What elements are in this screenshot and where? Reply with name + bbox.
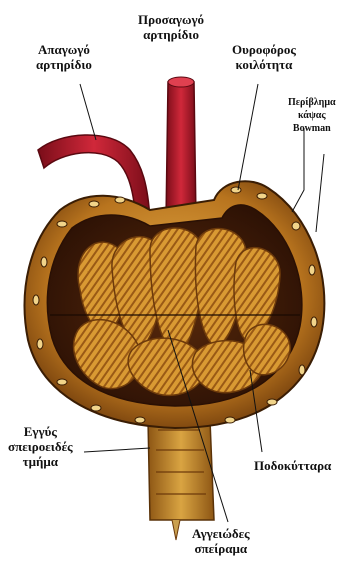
label-glomerulus-line2: σπείραμα bbox=[192, 541, 250, 556]
label-proximal-line3: τμήμα bbox=[8, 454, 73, 469]
label-proximal-line2: σπειροειδές bbox=[8, 439, 73, 454]
label-bowman-capsule: Περίβλημα κάψας Bowman bbox=[288, 96, 336, 135]
label-podocytes-line1: Ποδοκύτταρα bbox=[254, 458, 331, 473]
label-proximal-tubule: Εγγύς σπειροειδές τμήμα bbox=[8, 424, 73, 469]
label-efferent-arteriole: Απαγωγό αρτηρίδιο bbox=[36, 42, 92, 72]
label-afferent-arteriole: Προσαγωγό αρτηρίδιο bbox=[138, 12, 204, 42]
label-afferent-line1: Προσαγωγό bbox=[138, 12, 204, 27]
label-efferent-line2: αρτηρίδιο bbox=[36, 57, 92, 72]
label-bowman-line3: Bowman bbox=[288, 122, 336, 135]
glomerular-loops bbox=[74, 228, 291, 395]
label-bowman-line1: Περίβλημα bbox=[288, 96, 336, 109]
label-proximal-line1: Εγγύς bbox=[8, 424, 73, 439]
label-urinary-line2: κοιλότητα bbox=[232, 57, 296, 72]
proximal-tubule bbox=[148, 420, 214, 520]
label-efferent-line1: Απαγωγό bbox=[36, 42, 92, 57]
label-podocytes: Ποδοκύτταρα bbox=[254, 458, 331, 473]
label-urinary-space: Ουροφόρος κοιλότητα bbox=[232, 42, 296, 72]
label-glomerulus: Αγγειώδες σπείραμα bbox=[192, 526, 250, 556]
afferent-arteriole bbox=[166, 82, 196, 220]
label-urinary-line1: Ουροφόρος bbox=[232, 42, 296, 57]
label-glomerulus-line1: Αγγειώδες bbox=[192, 526, 250, 541]
label-bowman-line2: κάψας bbox=[288, 109, 336, 122]
label-afferent-line2: αρτηρίδιο bbox=[138, 27, 204, 42]
